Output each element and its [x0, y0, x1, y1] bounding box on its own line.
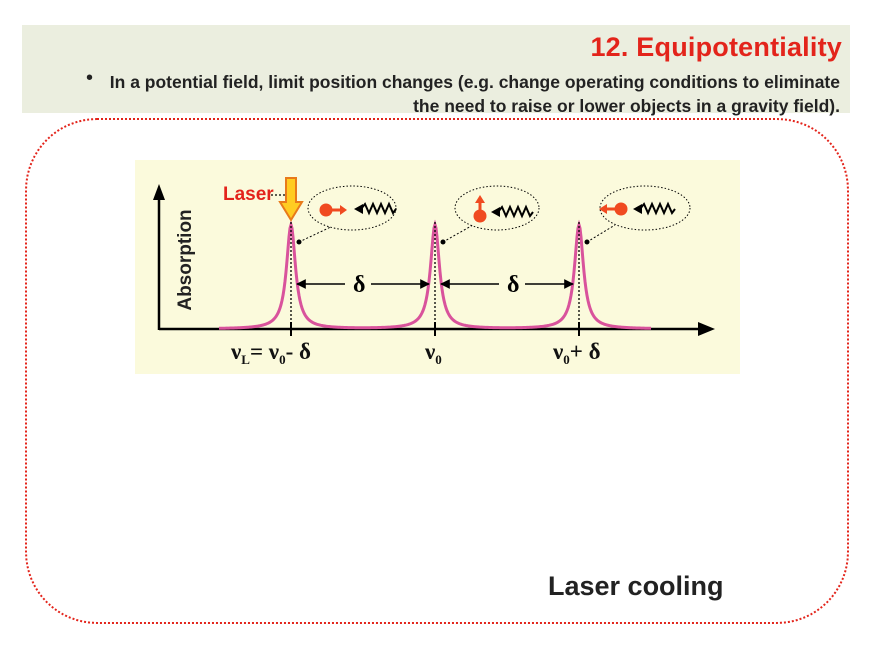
y-axis-arrow: [153, 184, 165, 200]
content-frame: [25, 118, 849, 624]
atom-icon: [614, 202, 628, 216]
absorption-curve: [218, 219, 652, 330]
tick-label-nu0: ν0: [424, 339, 442, 367]
header-band: [22, 25, 850, 113]
inset-atom-moving-up: [440, 185, 540, 245]
atom-icon: [473, 209, 487, 223]
inset-atom-moving-left: [584, 185, 691, 245]
tick-label-nu0-plus: ν0+ δ: [552, 339, 601, 367]
photon-wave-icon: [360, 201, 397, 216]
laser-arrow-icon: [278, 177, 304, 222]
atom-icon: [319, 203, 333, 217]
tick-label-nuL: νL= ν0- δ: [230, 339, 311, 367]
laser-label: Laser: [223, 184, 274, 205]
y-axis-label: Absorption: [175, 209, 196, 310]
photon-wave-icon: [497, 204, 534, 219]
inset-atom-moving-right: [296, 185, 397, 245]
delta-label-right: δ: [507, 272, 519, 298]
absorption-figure: Absorption δ δ νL= ν0- δ ν0 ν0+ δ Laser: [135, 160, 740, 374]
photon-wave-icon: [639, 201, 676, 216]
bullet-marker: •: [86, 67, 94, 89]
x-axis-arrow: [698, 322, 715, 336]
delta-label-left: δ: [353, 272, 365, 298]
bullet-text: In a potential field, limit position cha…: [109, 72, 840, 116]
slide-title: 12. Equipotentiality: [590, 32, 842, 62]
caption-laser-cooling: Laser cooling: [548, 571, 724, 601]
